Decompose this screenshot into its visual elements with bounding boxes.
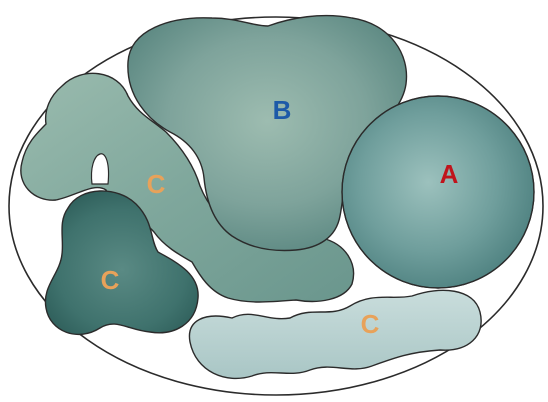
zone-a-outline bbox=[341, 95, 535, 289]
label-a: A bbox=[440, 159, 459, 189]
label-c-upper: C bbox=[147, 169, 166, 199]
label-b: B bbox=[273, 95, 292, 125]
label-c-left: C bbox=[101, 265, 120, 295]
label-c-lower: C bbox=[361, 309, 380, 339]
zone-c-lower-shape bbox=[188, 289, 482, 380]
zone-c-chain-notch bbox=[90, 153, 110, 185]
zone-c-left-shape bbox=[44, 190, 199, 336]
zone-a-shape bbox=[341, 95, 535, 289]
site-boundary bbox=[8, 16, 544, 396]
